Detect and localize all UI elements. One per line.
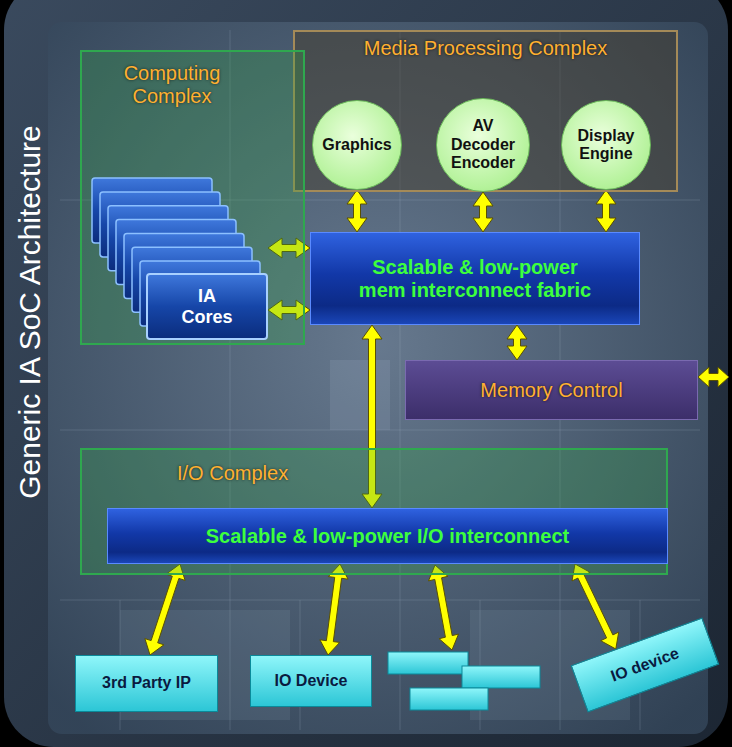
device-box: 3rd Party IP — [75, 655, 218, 712]
node-label: 3rd Party IP — [102, 674, 191, 692]
chip-package — [4, 0, 728, 747]
node-label: I/O Complex — [177, 462, 397, 485]
engine-circle: AV Decoder Encoder — [436, 98, 530, 192]
core-stack-box: IA Cores — [92, 178, 268, 340]
node-label: IO Device — [275, 672, 348, 690]
device-box: IO Device — [250, 655, 372, 707]
vertical-title: Generic IA SoC Architecture — [12, 42, 48, 582]
interconnect-box: Scalable & low-power mem interconnect fa… — [310, 232, 640, 325]
interconnect-band: Scalable & low-power I/O interconnect — [107, 508, 668, 564]
offchip-arrow — [698, 367, 729, 387]
core-stack — [92, 178, 268, 340]
node-label: AV Decoder Encoder — [442, 117, 524, 172]
node-label: Computing Complex — [102, 62, 242, 108]
node-label: Graphics — [322, 136, 391, 154]
double-arrow — [145, 564, 185, 655]
double-arrow — [572, 564, 619, 649]
node-label: Media Processing Complex — [364, 37, 607, 60]
device-block — [462, 666, 540, 688]
device-block — [410, 688, 488, 710]
double-arrow — [320, 564, 348, 655]
complex-box: Media Processing ComplexGraphics AV Decod… — [293, 30, 678, 192]
complex-box: Computing Complex IA Cores — [80, 50, 305, 345]
double-arrow — [473, 192, 493, 232]
core-card — [147, 274, 267, 339]
die-block — [330, 360, 390, 430]
device-block — [388, 652, 468, 674]
device-arrow — [429, 565, 459, 650]
node-label: Scalable & low-power I/O interconnect — [206, 525, 569, 548]
double-arrow — [507, 325, 527, 360]
die-grid — [60, 30, 700, 730]
device-box: IO device — [571, 618, 720, 713]
engine-circle: Display Engine — [561, 100, 651, 190]
double-arrow — [596, 190, 616, 232]
memory-box: Memory Control — [405, 360, 698, 420]
node-label: IA Cores — [147, 274, 267, 339]
complex-box: I/O ComplexScalable & low-power I/O inte… — [80, 448, 668, 575]
node-label: Display Engine — [567, 127, 645, 164]
double-arrow — [347, 190, 367, 232]
chip-die — [48, 22, 708, 734]
node-label: Memory Control — [480, 379, 622, 402]
node-label: Scalable & low-power mem interconnect fa… — [325, 256, 625, 302]
engine-circle: Graphics — [312, 100, 402, 190]
node-label: IO device — [608, 644, 681, 686]
